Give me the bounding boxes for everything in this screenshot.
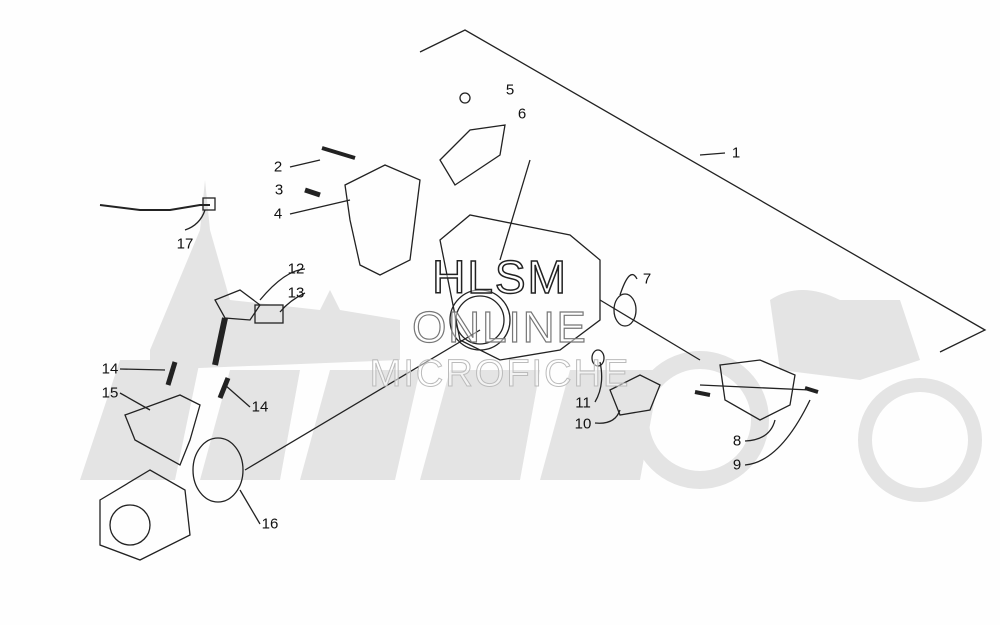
throttle-bore <box>449 289 511 351</box>
sensor <box>609 374 661 416</box>
callout-5[interactable]: 5 <box>505 81 515 99</box>
assembly-bracket <box>419 29 987 353</box>
callout-11[interactable]: 11 <box>575 394 591 412</box>
background-logo <box>80 180 982 502</box>
callout-3[interactable]: 3 <box>274 181 284 199</box>
callout-6[interactable]: 6 <box>517 105 527 123</box>
intake-manifold <box>124 394 201 466</box>
watermark-line1: HLSM <box>431 251 568 303</box>
idle-actuator <box>719 359 796 421</box>
clamp <box>192 437 244 503</box>
callout-12[interactable]: 12 <box>287 260 305 278</box>
callout-13[interactable]: 13 <box>287 284 305 302</box>
callout-8[interactable]: 8 <box>732 432 742 450</box>
callout-17[interactable]: 17 <box>176 235 194 253</box>
callout-16[interactable]: 16 <box>261 515 279 533</box>
callout-2[interactable]: 2 <box>273 158 283 176</box>
o-ring <box>613 293 637 327</box>
callout-4[interactable]: 4 <box>273 205 283 223</box>
watermark-line2: ONLINE <box>411 303 588 352</box>
callout-9[interactable]: 9 <box>732 456 742 474</box>
throttle-cover <box>344 164 421 276</box>
callout-10[interactable]: 10 <box>574 415 592 433</box>
callout-14b[interactable]: 14 <box>251 398 269 416</box>
map-sensor <box>439 124 506 186</box>
callout-1[interactable]: 1 <box>731 144 741 162</box>
callout-15[interactable]: 15 <box>101 384 119 402</box>
parts <box>99 29 987 561</box>
watermark-line3: MICROFICHE <box>369 353 631 395</box>
callout-7[interactable]: 7 <box>642 270 652 288</box>
callout-14a[interactable]: 14 <box>101 360 119 378</box>
